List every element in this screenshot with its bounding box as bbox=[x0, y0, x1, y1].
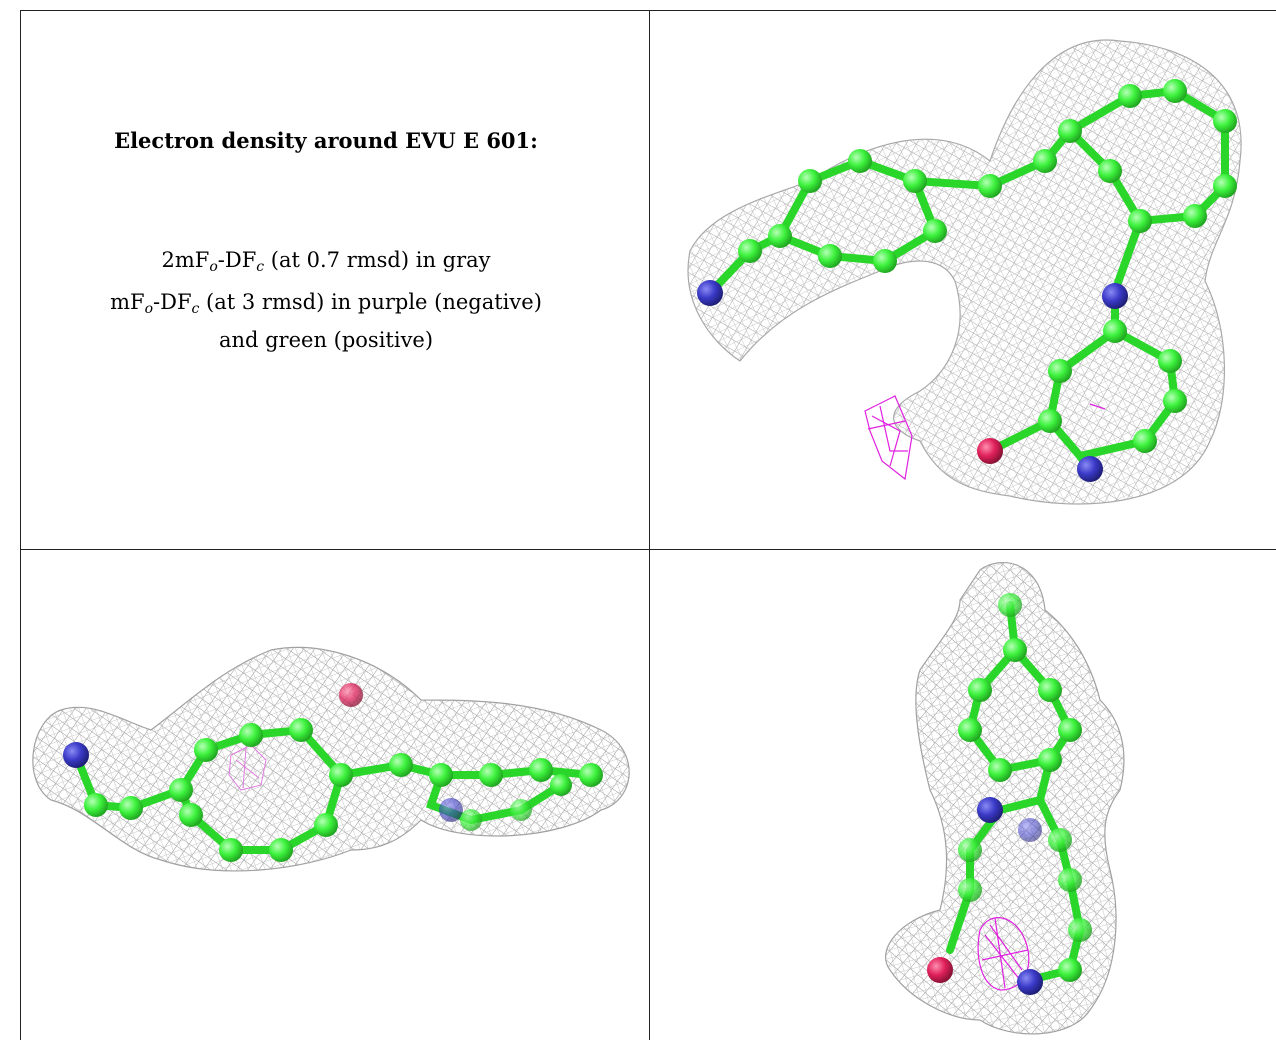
molecule-ball-and-stick bbox=[927, 593, 1092, 995]
density-view-bottom-right bbox=[650, 550, 1276, 1040]
caption-line-3: and green (positive) bbox=[218, 328, 434, 352]
molecule-ball-and-stick bbox=[63, 683, 603, 862]
table-border-top bbox=[20, 10, 1276, 11]
density-mesh-gray bbox=[687, 39, 1242, 505]
density-view-top-right bbox=[650, 11, 1276, 549]
caption-title: Electron density around EVU E 601: bbox=[114, 128, 538, 153]
table-divider-horizontal bbox=[20, 549, 1276, 550]
table-border-left bbox=[20, 10, 21, 1040]
molecule-ball-and-stick bbox=[697, 79, 1237, 482]
caption-line-2: mFo-DFc (at 3 rmsd) in purple (negative) bbox=[110, 290, 542, 317]
caption-line-1: 2mFo-DFc (at 0.7 rmsd) in gray bbox=[161, 248, 491, 275]
caption-cell: Electron density around EVU E 601: 2mFo-… bbox=[20, 0, 632, 540]
density-mesh-gray bbox=[885, 562, 1125, 1035]
density-mesh-negative bbox=[864, 395, 1106, 481]
density-view-bottom-left bbox=[21, 550, 649, 1040]
table-divider-vertical bbox=[649, 10, 650, 1040]
